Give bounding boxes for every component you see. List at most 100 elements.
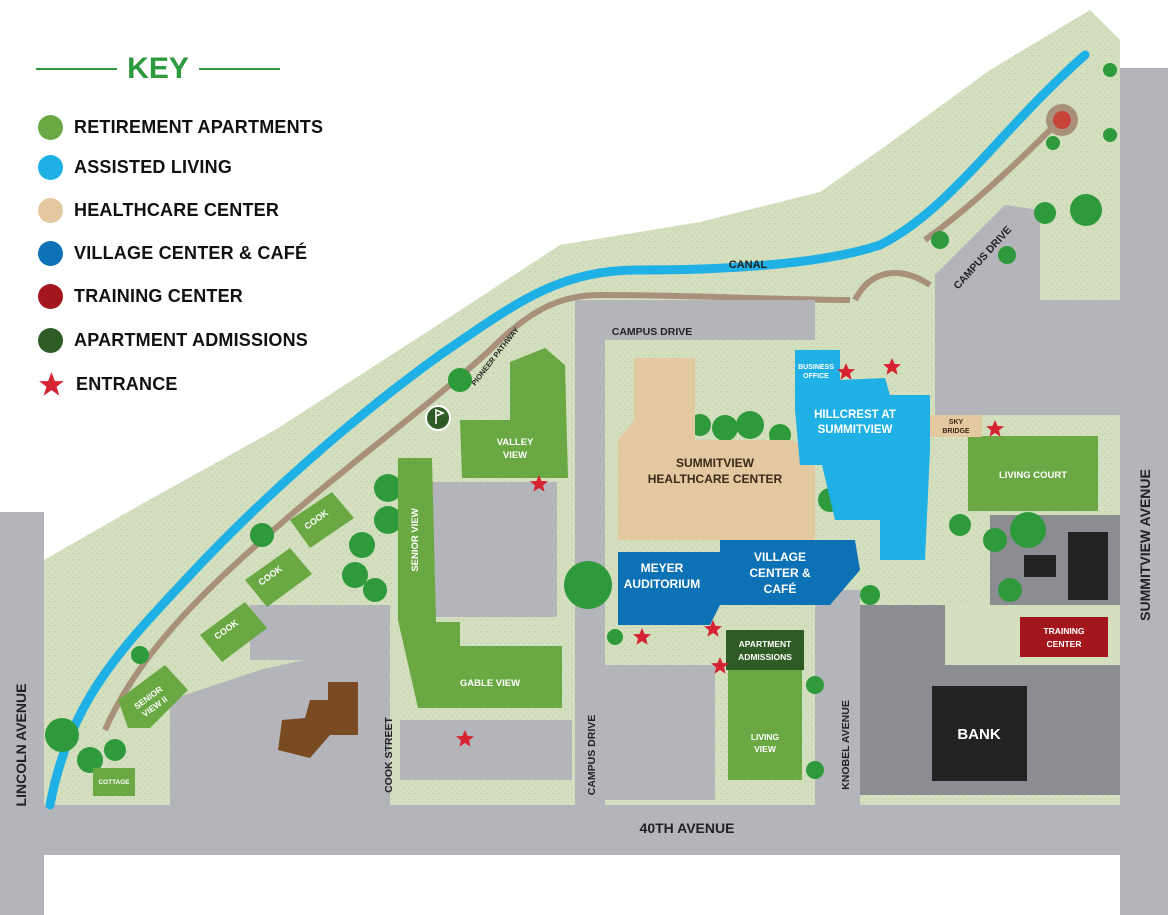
legend-retirement-apartments: RETIREMENT APARTMENTS [38,115,323,140]
sky-bridge [930,415,982,437]
training-center-building [1020,617,1108,657]
village-center-building [618,540,860,625]
brown-house [278,682,358,758]
fortieth-avenue-label: 40TH AVENUE [640,820,735,836]
senior-view-label: SENIOR VIEW [410,508,421,571]
valley-view-label-1: VALLEY [497,437,534,448]
healthcare-label-2: HEALTHCARE CENTER [648,472,783,486]
sky-bridge-label-1: SKY [949,419,964,426]
village-center-label-3: CAFÉ [764,581,797,596]
green-circle-icon [38,115,63,140]
key-title: KEY [36,52,280,86]
village-center-label-1: VILLAGE [754,550,806,564]
interior-roads [170,205,1120,805]
tan-circle-icon [38,198,63,223]
golf-flag-icon [425,405,451,431]
campus-drive-top-label: CAMPUS DRIVE [612,326,693,338]
bank-label: BANK [957,726,1000,743]
legend-label: APARTMENT ADMISSIONS [74,330,309,350]
entrance-star [837,363,855,380]
cottage-label: COTTAGE [98,779,130,786]
legend-label: VILLAGE CENTER & CAFÉ [74,243,308,263]
cook-street-label: COOK STREET [383,716,395,792]
entrance-star [704,620,722,637]
legend-entrance: ENTRANCE [38,371,178,398]
legend-apartment-admissions: APARTMENT ADMISSIONS [38,328,308,353]
legend-label: HEALTHCARE CENTER [74,200,280,220]
hillcrest-label-1: HILLCREST AT [814,409,896,421]
entrance-star [530,475,548,492]
legend-assisted-living: ASSISTED LIVING [38,155,232,180]
meyer-label-2: AUDITORIUM [624,577,700,591]
living-view-building [728,668,802,780]
hillcrest-label-2: SUMMITVIEW [818,424,893,436]
entrance-stars [456,358,1004,747]
legend-label: ENTRANCE [76,374,178,394]
admissions-label-1: APARTMENT [739,639,793,649]
dark-red-circle-icon [38,284,63,309]
meyer-label-1: MEYER [641,561,684,575]
senior-view-ii-building [118,665,188,728]
entrance-star [986,420,1004,437]
legend-village-center: VILLAGE CENTER & CAFÉ [38,241,307,266]
blue-circle-icon [38,241,63,266]
canal-water [45,50,1090,810]
living-view-label-2: VIEW [754,744,777,754]
apartment-admissions-building [726,630,804,670]
entrance-star [633,628,651,645]
key-title-text: KEY [127,52,189,85]
gable-view-label: GABLE VIEW [460,678,520,689]
cook-building-1 [290,492,354,548]
summitview-avenue-label: SUMMITVIEW AVENUE [1137,469,1153,621]
red-star-icon [39,372,64,396]
living-view-label-1: LIVING [751,732,780,742]
cottage-building [93,768,135,796]
fortieth-avenue-road [0,805,1168,855]
sky-bridge-label-2: BRIDGE [942,428,970,435]
key-rule-left [36,68,118,70]
legend-label: RETIREMENT APARTMENTS [74,117,324,137]
legend-healthcare-center: HEALTHCARE CENTER [38,198,279,223]
dark-building-1 [1068,532,1108,600]
valley-view-building [460,348,568,478]
training-label-1: TRAINING [1043,626,1084,636]
senior-view-building [398,458,562,708]
healthcare-label-1: SUMMITVIEW [676,456,755,470]
summitview-avenue-road [1120,68,1168,915]
cook-building-2 [245,548,312,607]
living-court-building [968,436,1098,511]
knobel-avenue-label: KNOBEL AVENUE [840,700,852,790]
entrance-star [456,730,474,747]
admissions-label-2: ADMISSIONS [738,652,792,662]
business-office-label-2: OFFICE [803,373,829,380]
legend-training-center: TRAINING CENTER [38,284,243,309]
ne-walking-path [852,117,1063,302]
legend-label: TRAINING CENTER [74,286,243,306]
business-office-label-1: BUSINESS [798,364,834,371]
lincoln-avenue-label: LINCOLN AVENUE [13,684,29,807]
key-rule-right [198,68,280,70]
legend-label: ASSISTED LIVING [74,157,233,177]
living-court-label: LIVING COURT [999,470,1067,481]
campus-drive-south-label: CAMPUS DRIVE [586,715,598,796]
entrance-star [711,657,729,674]
valley-view-label-2: VIEW [503,450,527,461]
entrance-star [883,358,901,375]
dark-green-circle-icon [38,328,63,353]
bank-building [932,686,1027,781]
hillcrest-building [795,350,930,560]
village-center-label-2: CENTER & [749,566,811,580]
pioneer-pathway [102,291,851,732]
